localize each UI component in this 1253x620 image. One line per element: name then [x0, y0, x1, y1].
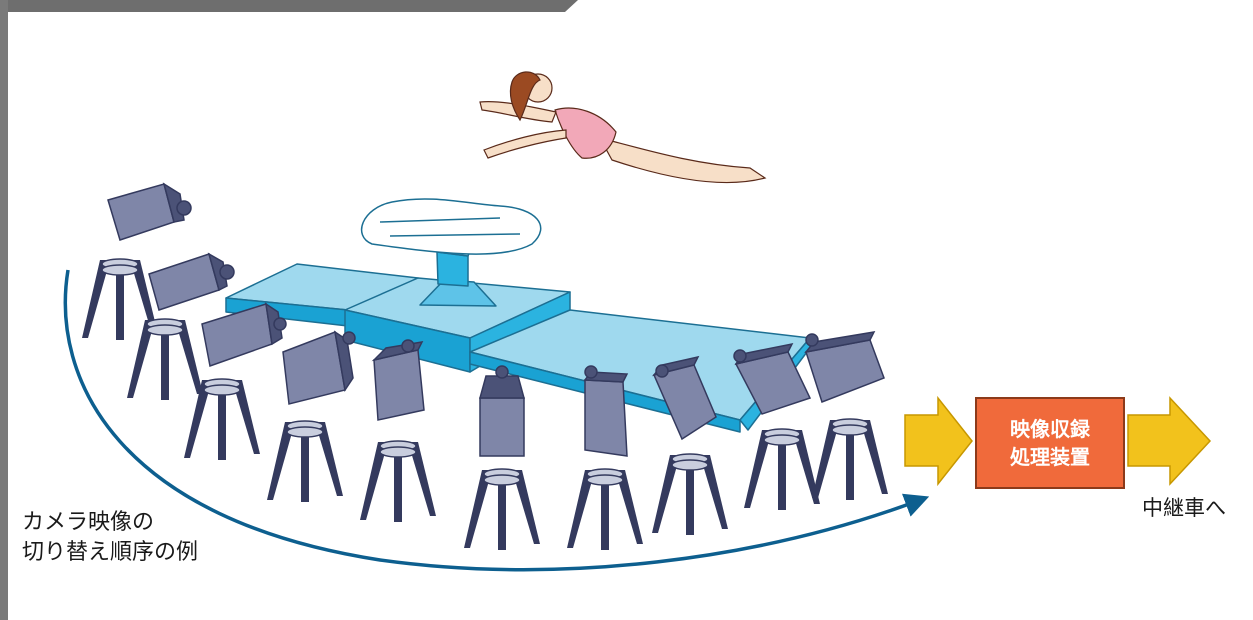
sequence-caption-line2: 切り替え順序の例 [22, 538, 198, 568]
output-arrow [1128, 398, 1210, 484]
header-bar [0, 0, 578, 12]
processing-unit-box: 映像収録 処理装置 [975, 397, 1125, 489]
input-arrow [905, 398, 972, 484]
landing-pad [362, 199, 541, 254]
camera-5 [360, 340, 436, 522]
camera-10 [806, 332, 888, 500]
gymnast-figure [480, 72, 765, 183]
camera-6 [464, 366, 540, 550]
processing-unit-label-line2: 処理装置 [1010, 443, 1090, 471]
camera-4 [267, 332, 355, 502]
sequence-caption: カメラ映像の 切り替え順序の例 [22, 508, 198, 568]
destination-label: 中継車へ [1142, 493, 1226, 523]
left-border [0, 0, 8, 620]
camera-1 [82, 184, 191, 340]
sequence-caption-line1: カメラ映像の [22, 508, 198, 538]
processing-unit-label-line1: 映像収録 [1010, 415, 1090, 443]
